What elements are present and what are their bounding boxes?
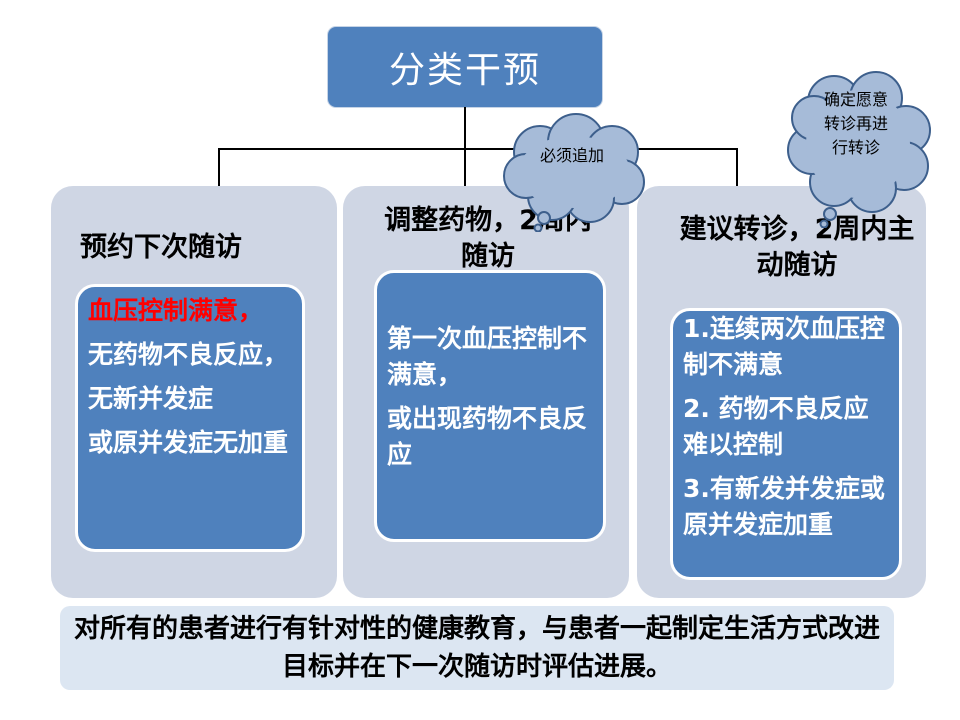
- criterion-adverse-uncontrollable: 2. 药物不良反应难以控制: [683, 394, 869, 459]
- criterion-no-adverse-reaction: 无药物不良反应，: [88, 340, 289, 369]
- column-1-title: 预约下次随访: [80, 232, 242, 263]
- connector-mid-drop: [464, 148, 466, 186]
- callout-cloud-follow-up: [503, 113, 645, 232]
- criterion-adverse-reaction: 或出现药物不良反应: [387, 404, 588, 469]
- connector-right-drop: [736, 148, 738, 186]
- column-2-title: 调整药物，2周内随访: [378, 203, 598, 275]
- criterion-no-worsening: 或原并发症无加重: [88, 428, 289, 457]
- root-label: 分类干预: [388, 50, 541, 91]
- callout-follow-up-text: 必须追加: [539, 146, 604, 165]
- column-2-title-text: 调整药物，2周内随访: [384, 205, 592, 272]
- connector-horizontal: [218, 148, 738, 150]
- column-3-title: 建议转诊，2周内主动随访: [679, 214, 915, 281]
- column-3-criteria: 1.连续两次血压控制不满意 2. 药物不良反应难以控制 3.有新发并发症或原并发…: [670, 308, 902, 580]
- criterion-bp-controlled: 血压控制满意，: [88, 296, 264, 325]
- callout-cloud-referral: [787, 71, 931, 228]
- connector-root-down: [464, 107, 466, 149]
- criterion-no-new-complication: 无新并发症: [88, 384, 214, 413]
- connector-left-drop: [218, 148, 220, 186]
- callout-referral-text: 确定愿意转诊再进行转诊: [823, 90, 888, 157]
- column-1-criteria: 血压控制满意， 无药物不良反应， 无新并发症 或原并发症无加重: [75, 284, 305, 552]
- criterion-first-uncontrolled: 第一次血压控制不满意，: [387, 324, 588, 389]
- column-2-criteria: 第一次血压控制不满意， 或出现药物不良反应: [374, 270, 606, 542]
- health-education-note: 对所有的患者进行有针对性的健康教育，与患者一起制定生活方式改进目标并在下一次随访…: [60, 606, 894, 690]
- root-node: 分类干预: [328, 27, 602, 107]
- criterion-two-uncontrolled: 1.连续两次血压控制不满意: [683, 314, 885, 379]
- criterion-new-complication: 3.有新发并发症或原并发症加重: [683, 474, 885, 539]
- health-education-text: 对所有的患者进行有针对性的健康教育，与患者一起制定生活方式改进目标并在下一次随访…: [74, 614, 881, 682]
